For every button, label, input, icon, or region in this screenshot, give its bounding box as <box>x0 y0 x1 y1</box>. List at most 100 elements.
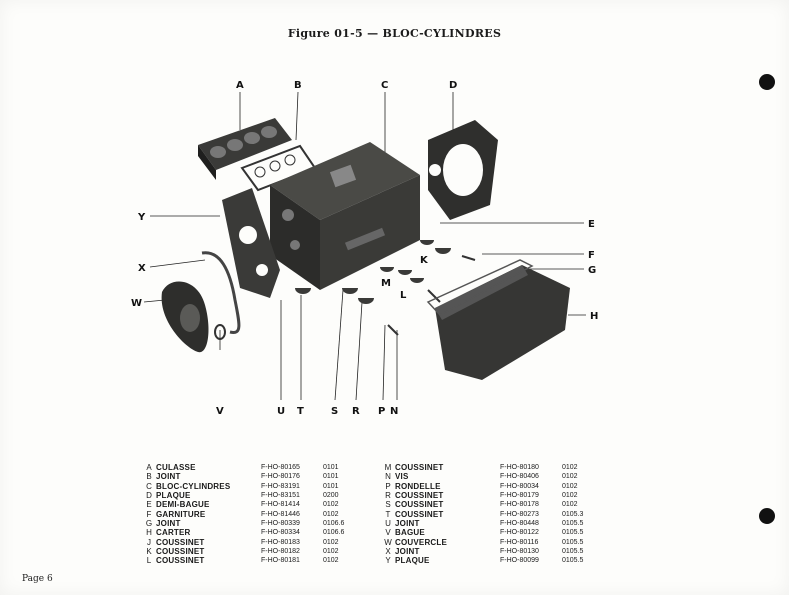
part-letter: S <box>385 500 391 510</box>
part-code: 0105.3 <box>562 510 584 518</box>
callout-b: B <box>294 80 302 91</box>
part-letter: A <box>146 463 152 472</box>
part-ref: F-HO-80406 <box>500 473 539 481</box>
part-name: BLOC-CYLINDRES <box>156 481 231 491</box>
part-letter: F <box>146 509 152 519</box>
callout-g: G <box>588 265 596 276</box>
part-ref: F-HO-80182 <box>261 548 300 556</box>
part-ref: F-HO-80273 <box>500 510 539 518</box>
part-code: 0102 <box>562 501 578 509</box>
part-letter: C <box>146 481 152 491</box>
part-name: RONDELLE <box>395 481 441 491</box>
part-letter: N <box>385 472 391 482</box>
exploded-engine-diagram: A B C D E F G H Y X W V U T S R P N K M … <box>131 80 598 417</box>
callout-m: M <box>381 278 391 289</box>
part-code: 0105.5 <box>562 538 584 546</box>
cylinder-head <box>198 118 292 180</box>
part-ref: F-HO-80181 <box>261 557 300 565</box>
front-plate <box>222 188 280 298</box>
part-code: 0102 <box>562 473 578 481</box>
callout-d: D <box>449 80 457 91</box>
part-letter: G <box>145 519 153 529</box>
part-letter: L <box>146 556 152 566</box>
part-letter: B <box>146 472 152 482</box>
part-name: DEMI-BAGUE <box>156 500 210 510</box>
callout-f: F <box>588 250 595 261</box>
part-name: COUSSINET <box>395 509 444 519</box>
part-letter: J <box>147 537 151 547</box>
part-name: VIS <box>395 472 409 482</box>
callout-k: K <box>420 255 429 266</box>
part-name: COUSSINET <box>156 537 205 547</box>
binder-hole <box>759 508 775 524</box>
part-name: COUSSINET <box>156 556 205 566</box>
part-name: BAGUE <box>395 528 425 538</box>
part-ref: F-HO-80334 <box>261 529 300 537</box>
parts-row: B JOINT F-HO-80176 0101 <box>142 472 363 481</box>
part-ref: F-HO-80122 <box>500 529 539 537</box>
part-ref: F-HO-80339 <box>261 520 300 528</box>
callout-l: L <box>400 290 407 301</box>
part-ref: F-HO-83191 <box>261 482 300 490</box>
callout-e: E <box>588 219 595 230</box>
part-code: 0102 <box>323 501 339 509</box>
timing-cover <box>161 281 209 353</box>
page-title: Figure 01-5 — BLOC-CYLINDRES <box>287 27 502 40</box>
part-code: 0102 <box>323 510 339 518</box>
part-ref: F-HO-81414 <box>261 501 300 509</box>
part-ref: F-HO-80116 <box>500 538 539 546</box>
part-name: GARNITURE <box>156 509 206 519</box>
part-name: COUSSINET <box>395 491 444 501</box>
part-code: 0105.5 <box>562 557 584 565</box>
part-ref: F-HO-80034 <box>500 482 539 490</box>
part-name: CARTER <box>156 528 191 538</box>
part-letter: U <box>385 519 391 529</box>
part-ref: F-HO-80130 <box>500 548 539 556</box>
part-ref: F-HO-80176 <box>261 473 300 481</box>
parts-row: R COUSSINET F-HO-80179 0102 <box>381 491 602 500</box>
part-letter: R <box>385 491 391 501</box>
part-code: 0101 <box>323 473 339 481</box>
part-ref: F-HO-80179 <box>500 492 539 500</box>
callout-r: R <box>352 406 360 417</box>
front-cover-gasket <box>201 251 241 334</box>
bolts <box>387 255 476 336</box>
seal-ring-v <box>214 324 226 340</box>
callout-n: N <box>390 406 398 417</box>
part-ref: F-HO-80183 <box>261 538 300 546</box>
part-code: 0106.6 <box>323 520 345 528</box>
part-code: 0101 <box>323 482 339 490</box>
rear-plate <box>428 120 498 220</box>
part-letter: H <box>146 528 152 538</box>
callout-h: H <box>590 311 598 322</box>
part-name: COUSSINET <box>395 500 444 510</box>
part-code: 0105.5 <box>562 548 584 556</box>
part-code: 0102 <box>562 482 578 490</box>
part-letter: V <box>385 528 391 538</box>
part-code: 0101 <box>323 464 339 471</box>
part-code: 0102 <box>323 538 339 546</box>
part-name: PLAQUE <box>395 556 430 566</box>
parts-row: N VIS F-HO-80406 0102 <box>381 472 602 481</box>
callout-v: V <box>216 406 224 417</box>
callout-x: X <box>138 263 146 274</box>
part-letter: D <box>146 491 152 501</box>
part-letter: X <box>385 547 391 557</box>
part-name: JOINT <box>156 472 181 482</box>
part-code: 0200 <box>323 492 339 500</box>
part-name: COUSSINET <box>156 547 205 557</box>
callout-a: A <box>236 80 244 91</box>
page-number: Page 6 <box>22 574 53 584</box>
parts-row: C BLOC-CYLINDRES F-HO-83191 0101 <box>142 482 363 491</box>
leader-lines <box>143 91 586 401</box>
part-code: 0102 <box>562 492 578 500</box>
